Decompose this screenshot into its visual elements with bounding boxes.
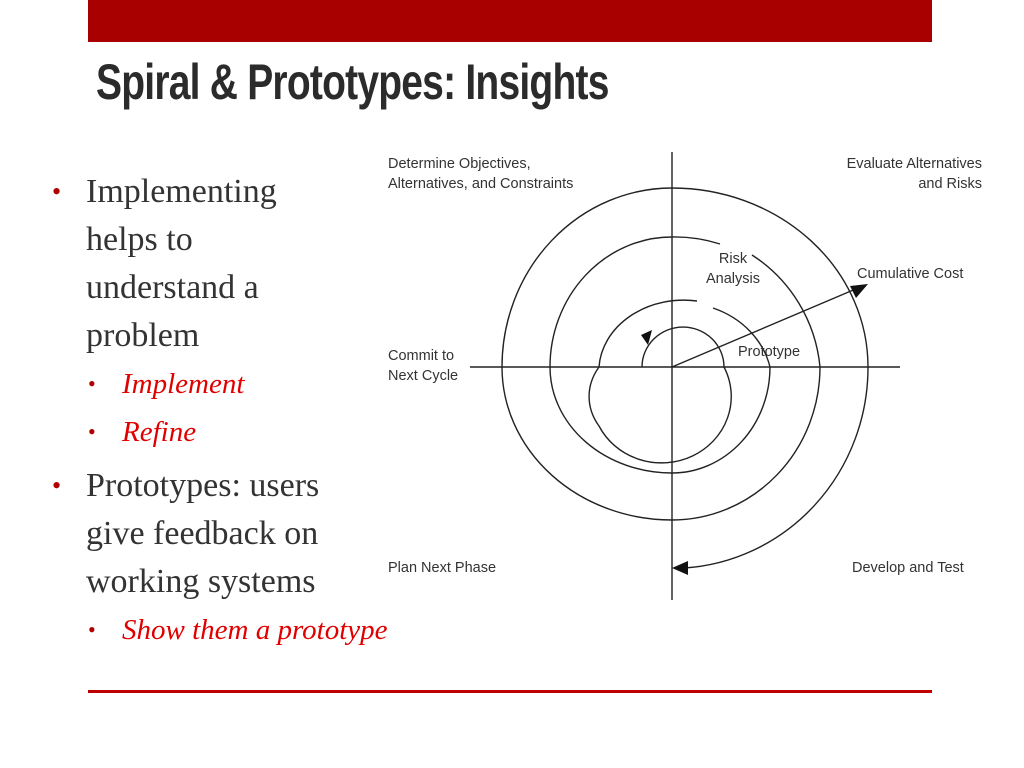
bullet-line: give feedback on [86,515,319,552]
spiral-path [501,187,869,569]
bullet-dot-icon: • [88,419,96,444]
bullet-line: Prototypes: users [86,467,320,504]
cumulative-cost-line [671,287,859,368]
bullet-line: problem [86,317,200,354]
bullet-line: Implementing [86,173,277,210]
sub-bullet-text: Refine [122,416,197,448]
cumulative-cost-arrow-icon [850,284,868,298]
bullet-line: understand a [86,269,259,306]
bullet-dot-icon: • [88,617,96,642]
prototype-label: Prototype [738,344,801,360]
bullet-dot-icon: • [52,471,62,500]
quadrant-label-bottom-right: Develop and Test [852,560,964,576]
slide-title: Spiral & Prototypes: Insights [96,54,609,110]
commit-next-cycle-label: Commit to Next Cycle [388,348,459,384]
header-accent-bar [88,0,932,42]
sub-bullet-item: • Refine [52,408,472,456]
bullet-item: • Prototypes: users give feedback on wor… [52,462,472,606]
sub-bullet-item: • Implement [52,360,472,408]
bullet-line: working systems [86,563,316,600]
sub-bullet-text: Show them a prototype [122,614,388,646]
sub-bullet-item: • Show them a prototype [52,606,472,654]
risk-analysis-label: Risk Analysis [706,251,760,287]
quadrant-label-bottom-left: Plan Next Phase [388,560,497,576]
quadrant-label-top-left: Determine Objectives, Alternatives, and … [388,156,574,192]
bullet-line: helps to [86,221,193,258]
bullet-item: • Implementing helps to understand a pro… [52,168,472,360]
bullet-dot-icon: • [88,371,96,396]
spiral-start-arrow-icon [641,330,652,345]
spiral-end-arrow-icon [672,561,688,575]
bullet-dot-icon: • [52,177,62,206]
cumulative-cost-label: Cumulative Cost [857,266,964,282]
quadrant-label-top-right: Evaluate Alternatives and Risks [846,156,982,192]
sub-bullet-text: Implement [122,368,245,400]
bullet-list: • Implementing helps to understand a pro… [52,168,472,654]
footer-divider [88,690,932,693]
